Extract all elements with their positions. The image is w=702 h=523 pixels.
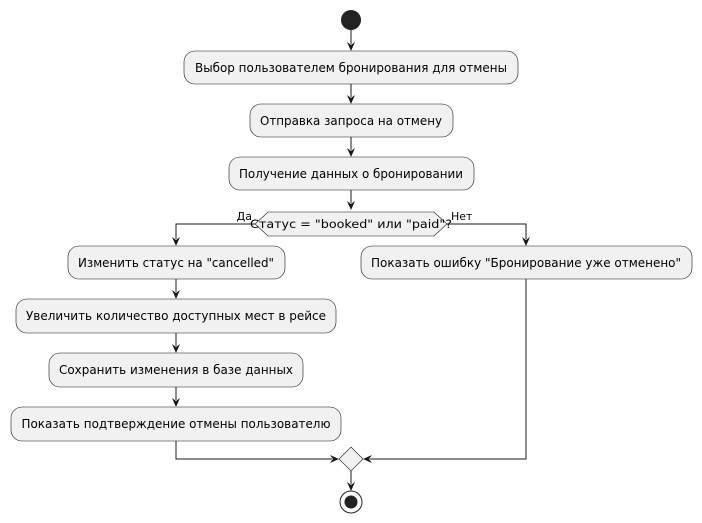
end-node-ring <box>339 490 363 514</box>
arrowhead-change-status <box>172 237 180 246</box>
arrowhead-error <box>522 237 530 246</box>
edge-confirm-merge <box>175 441 332 460</box>
action-fetch: Получение данных о бронировании <box>228 156 475 191</box>
action-increase-seats-label: Увеличить количество доступных мест в ре… <box>26 308 326 323</box>
action-save: Сохранить изменения в базе данных <box>48 352 304 388</box>
edges <box>172 30 530 491</box>
arrowhead-end <box>347 482 355 491</box>
action-save-box <box>48 352 304 388</box>
arrowhead-decision <box>347 201 355 210</box>
action-confirm: Показать подтверждение отмены пользовате… <box>10 406 342 442</box>
action-increase-seats: Увеличить количество доступных мест в ре… <box>15 298 337 334</box>
merge-diamond <box>338 446 364 472</box>
action-error: Показать ошибку "Бронирование уже отмене… <box>360 245 693 280</box>
action-confirm-label: Показать подтверждение отмены пользовате… <box>22 416 331 431</box>
action-error-label: Показать ошибку "Бронирование уже отмене… <box>371 255 681 270</box>
action-change-status-box <box>67 245 286 280</box>
action-select: Выбор пользователем бронирования для отм… <box>183 50 519 85</box>
decision-no-label: Нет <box>451 210 473 223</box>
action-increase-seats-box <box>15 298 337 334</box>
arrowhead-confirm <box>172 398 180 407</box>
action-select-label: Выбор пользователем бронирования для отм… <box>195 60 507 75</box>
end-node <box>339 490 363 514</box>
edge-decision-yes <box>175 223 255 239</box>
arrowhead-increase <box>172 290 180 299</box>
arrowhead-save <box>172 344 180 353</box>
arrowhead-send <box>347 95 355 104</box>
action-fetch-label: Получение данных о бронировании <box>239 166 463 181</box>
edge-error-merge <box>370 279 527 460</box>
edge-decision-no <box>447 223 527 239</box>
arrowhead-fetch <box>347 148 355 157</box>
action-error-box <box>360 245 693 280</box>
action-send: Отправка запроса на отмену <box>249 103 454 138</box>
decision-condition: Статус = "booked" или "paid"? <box>250 217 452 231</box>
action-save-label: Сохранить изменения в базе данных <box>59 362 293 377</box>
action-change-status: Изменить статус на "cancelled" <box>67 245 286 280</box>
start-node <box>341 10 361 30</box>
decision: Статус = "booked" или "paid"? Да Нет <box>237 210 473 237</box>
end-node-dot <box>344 495 358 509</box>
arrowhead-merge-right <box>363 455 372 463</box>
action-send-box <box>249 103 454 138</box>
action-fetch-box <box>228 156 475 191</box>
arrowhead-merge-left <box>330 455 339 463</box>
decision-yes-label: Да <box>237 210 252 223</box>
decision-diamond <box>254 211 448 237</box>
action-select-box <box>183 50 519 85</box>
action-confirm-box <box>10 406 342 442</box>
arrowhead-select <box>347 42 355 51</box>
action-send-label: Отправка запроса на отмену <box>260 113 443 128</box>
action-change-status-label: Изменить статус на "cancelled" <box>78 255 274 270</box>
